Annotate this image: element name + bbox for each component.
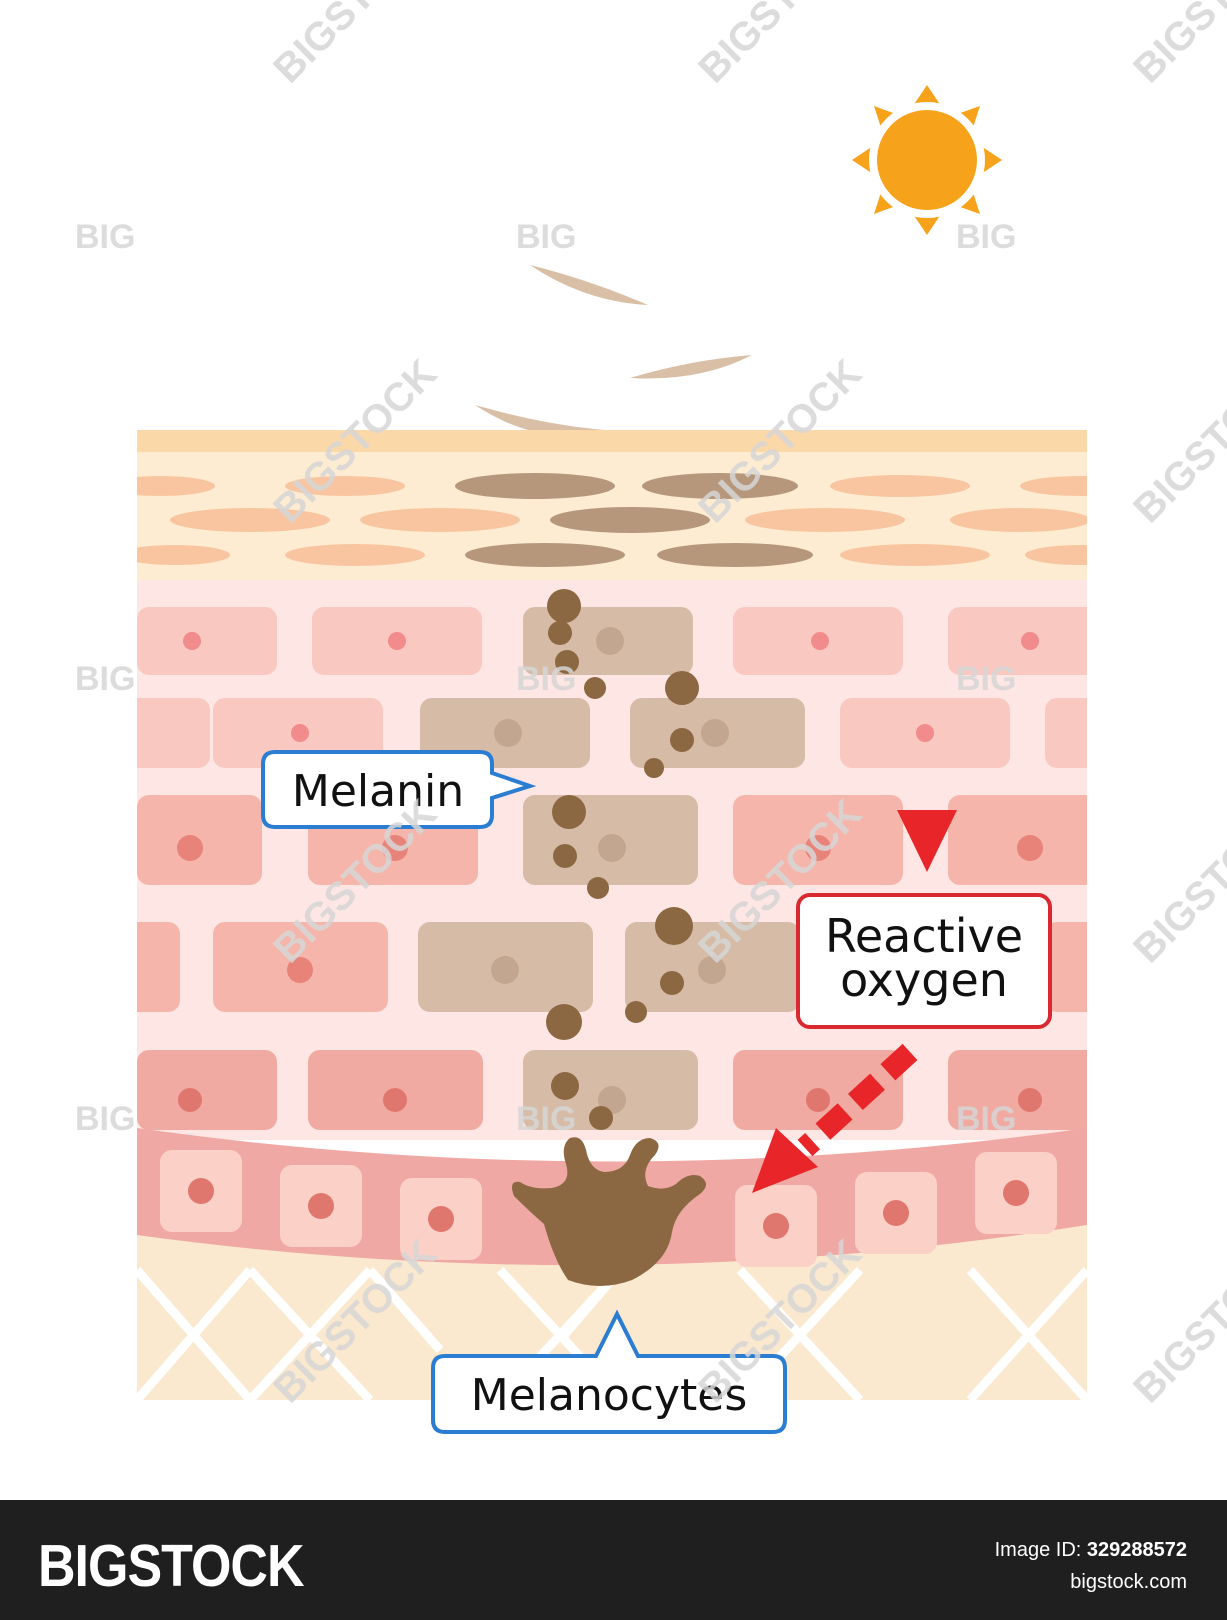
watermark-big: BIG <box>516 218 576 256</box>
epidermis-cells <box>137 607 1087 1130</box>
reactive-oxygen-arrow <box>752 1043 918 1193</box>
reactive-oxygen-label-line1: Reactive <box>825 909 1023 963</box>
image-id: 329288572 <box>1086 1539 1187 1561</box>
watermark-bigstock: BIGSTOCK <box>1125 1231 1227 1411</box>
skin-diagram: Melanin Reactive oxygen Melanocytes BIG … <box>75 0 1227 1434</box>
site-url: bigstock.com <box>1070 1571 1187 1593</box>
watermark-big: BIG <box>956 660 1016 698</box>
corneum-cells <box>137 473 1087 567</box>
melanin-label: Melanin <box>292 766 464 817</box>
watermark-big: BIG <box>516 660 576 698</box>
reactive-oxygen-label-line2: oxygen <box>840 953 1008 1007</box>
image-id-row: Image ID: 329288572 <box>995 1534 1187 1566</box>
watermark-bigstock: BIGSTOCK <box>1125 0 1227 91</box>
watermark-bigstock: BIGSTOCK <box>265 0 445 91</box>
sun-icon <box>852 85 1002 235</box>
melanocytes-label: Melanocytes <box>471 1370 748 1421</box>
watermark-big: BIG <box>516 1100 576 1138</box>
watermark-big: BIG <box>75 660 135 698</box>
image-meta: Image ID: 329288572 bigstock.com <box>995 1534 1187 1598</box>
dermis-lattice <box>137 1266 1087 1400</box>
watermark-bigstock: BIGSTOCK <box>1125 351 1227 531</box>
melanocyte-cell-icon <box>512 1137 706 1286</box>
basal-cells <box>160 1150 1057 1267</box>
bigstock-logo: BIGSTOCK <box>38 1533 305 1600</box>
melanocytes-callout: Melanocytes <box>431 1309 787 1434</box>
reactive-oxygen-callout: Reactive oxygen <box>796 893 1052 1029</box>
watermark-big: BIG <box>75 218 135 256</box>
watermark-big: BIG <box>956 218 1016 256</box>
watermark-bigstock: BIGSTOCK <box>1125 791 1227 971</box>
watermark-bigstock: BIGSTOCK <box>690 0 870 91</box>
skin-flakes <box>475 265 752 436</box>
stock-footer: BIGSTOCK Image ID: 329288572 bigstock.co… <box>0 1500 1227 1620</box>
image-id-label: Image ID: <box>994 1539 1082 1561</box>
melanin-granules <box>546 589 699 1130</box>
watermark-big: BIG <box>956 1100 1016 1138</box>
uv-arrow <box>897 262 957 872</box>
melanin-callout: Melanin <box>261 750 537 829</box>
watermark-big: BIG <box>75 1100 135 1138</box>
